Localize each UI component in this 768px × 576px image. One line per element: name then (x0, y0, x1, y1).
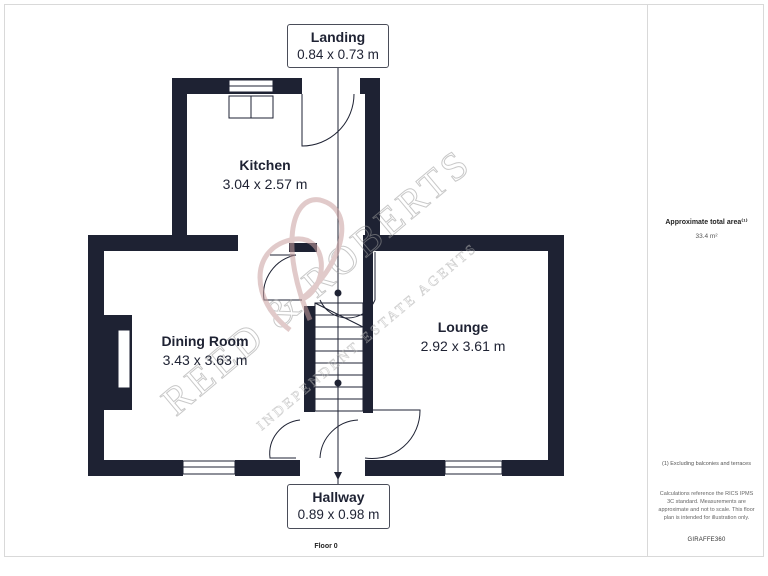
stair-outline (314, 302, 364, 412)
stair-marker-top (334, 289, 342, 297)
fireplace-opening (117, 329, 131, 389)
dining-top-wall (88, 235, 238, 251)
page-frame (4, 4, 764, 557)
hallway-dimensions: 0.89 x 0.98 m (297, 507, 380, 522)
floor-label: Floor 0 (314, 543, 338, 550)
landing-label: Landing 0.84 x 0.73 m (287, 24, 389, 68)
dining-room-dimensions: 3.43 x 3.63 m (162, 352, 248, 368)
stair-winder (314, 302, 364, 328)
calculation-note: Calculations reference the RICS IPMS 3C … (658, 491, 755, 521)
lounge-bottom-wall-left (365, 460, 445, 476)
hallway-name: Hallway (312, 489, 365, 505)
front-door (319, 419, 359, 459)
entry-arrow-icon (334, 472, 342, 480)
approx-area-value: 33.4 m² (695, 233, 718, 240)
exclusion-note: (1) Excluding balconies and terraces (662, 461, 751, 467)
landing-name: Landing (310, 29, 366, 45)
lounge-bottom-wall-right (502, 460, 564, 476)
kitchen-name: Kitchen (239, 157, 291, 173)
kitchen-label: Kitchen 3.04 x 2.57 m (200, 156, 330, 194)
kitchen-sink (228, 95, 274, 119)
dining-bottom-wall-left (88, 460, 183, 476)
windows (117, 79, 503, 475)
lounge-left-wall (363, 235, 373, 413)
lounge-name: Lounge (437, 319, 489, 335)
staircase (314, 68, 364, 484)
dining-left-wall (88, 235, 104, 475)
kitchen-dimensions: 3.04 x 2.57 m (222, 176, 308, 192)
dining-room-label: Dining Room 3.43 x 3.63 m (140, 332, 270, 370)
hall-left-partition (304, 306, 315, 412)
lounge-dimensions: 2.92 x 3.61 m (420, 338, 506, 354)
hallway-label: Hallway 0.89 x 0.98 m (287, 484, 390, 529)
approx-area-label: Approximate total area⁽¹⁾ (665, 219, 748, 226)
landing-dimensions: 0.84 x 0.73 m (297, 47, 379, 62)
hall-top-wall (289, 243, 317, 252)
lounge-label: Lounge 2.92 x 3.61 m (398, 318, 528, 356)
lounge-door (364, 409, 421, 459)
kitchen-right-wall (365, 78, 380, 250)
dining-bottom-wall-right (235, 460, 300, 476)
kitchen-landing-door (301, 93, 355, 147)
kitchen-left-wall (172, 78, 187, 250)
info-side-panel: Approximate total area⁽¹⁾ 33.4 m² (1) Ex… (647, 4, 764, 557)
brand-mark: GIRAFFE360 (687, 537, 726, 543)
lounge-top-wall (363, 235, 564, 251)
dining-room-name: Dining Room (161, 333, 249, 349)
lounge-right-wall (548, 235, 564, 476)
stair-marker-bottom (334, 379, 342, 387)
watermark-monogram (257, 197, 345, 332)
hall-left-door (269, 419, 301, 459)
